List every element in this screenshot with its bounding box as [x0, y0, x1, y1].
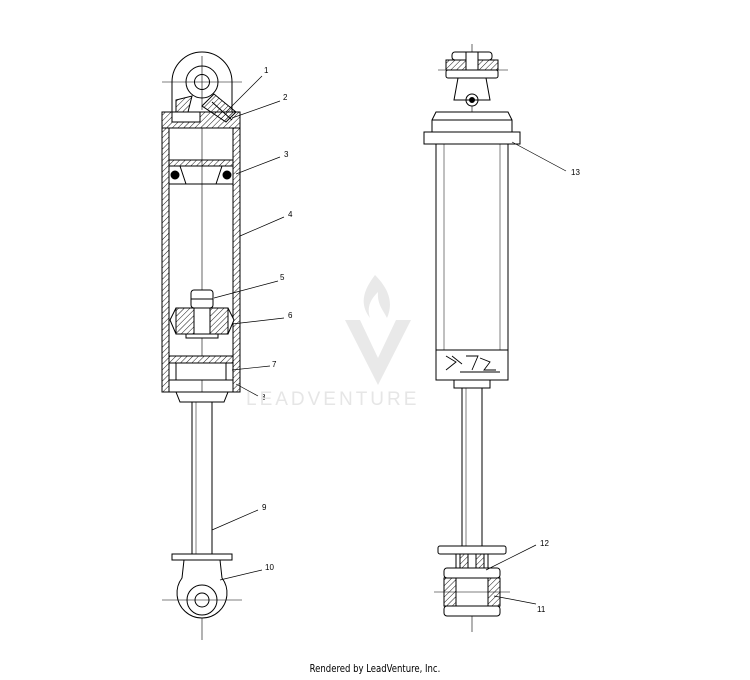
right-leader-lines: [485, 141, 567, 605]
bottom-cap: [175, 391, 229, 403]
callout-11: 11: [537, 605, 546, 614]
callout-6: 6: [288, 311, 293, 320]
end-cap: [161, 93, 241, 129]
bottom-eye-mount: [162, 559, 242, 619]
callout-8: 8: [261, 393, 266, 402]
exterior-rod: [461, 387, 483, 547]
left-leader-lines: [211, 75, 285, 581]
exterior-body: [435, 143, 509, 381]
callout-7: 7: [272, 360, 277, 369]
callout-13: 13: [571, 168, 580, 177]
reservoir-cap: [423, 111, 521, 150]
rod-guide: [168, 355, 234, 381]
damping-piston: [169, 289, 235, 339]
callout-10: 10: [265, 563, 274, 572]
callout-1: 1: [264, 66, 269, 75]
callout-3: 3: [284, 150, 289, 159]
callout-9: 9: [262, 503, 267, 512]
callout-12: 12: [540, 539, 549, 548]
sectional-shock-view: [161, 51, 242, 640]
fox-decal: [445, 355, 500, 373]
piston-rod: [191, 401, 213, 555]
top-eye-mount: [162, 51, 242, 113]
seal-head: [453, 379, 491, 389]
watermark-text: LEADVENTURE: [246, 389, 420, 410]
callout-labels: 1 2 3 4 5 6 7 8 9 10 11 12 13: [261, 66, 580, 614]
lower-mount: [434, 545, 510, 617]
top-bushing: [438, 51, 508, 107]
callout-5: 5: [280, 273, 285, 282]
leadventure-watermark-logo: [345, 275, 411, 385]
bump-stop-washer: [171, 553, 233, 561]
callout-2: 2: [283, 93, 288, 102]
floating-piston: [168, 159, 234, 185]
footer-credit: Rendered by LeadVenture, Inc.: [309, 662, 441, 675]
exterior-shock-view: [423, 44, 521, 632]
callout-4: 4: [288, 210, 293, 219]
